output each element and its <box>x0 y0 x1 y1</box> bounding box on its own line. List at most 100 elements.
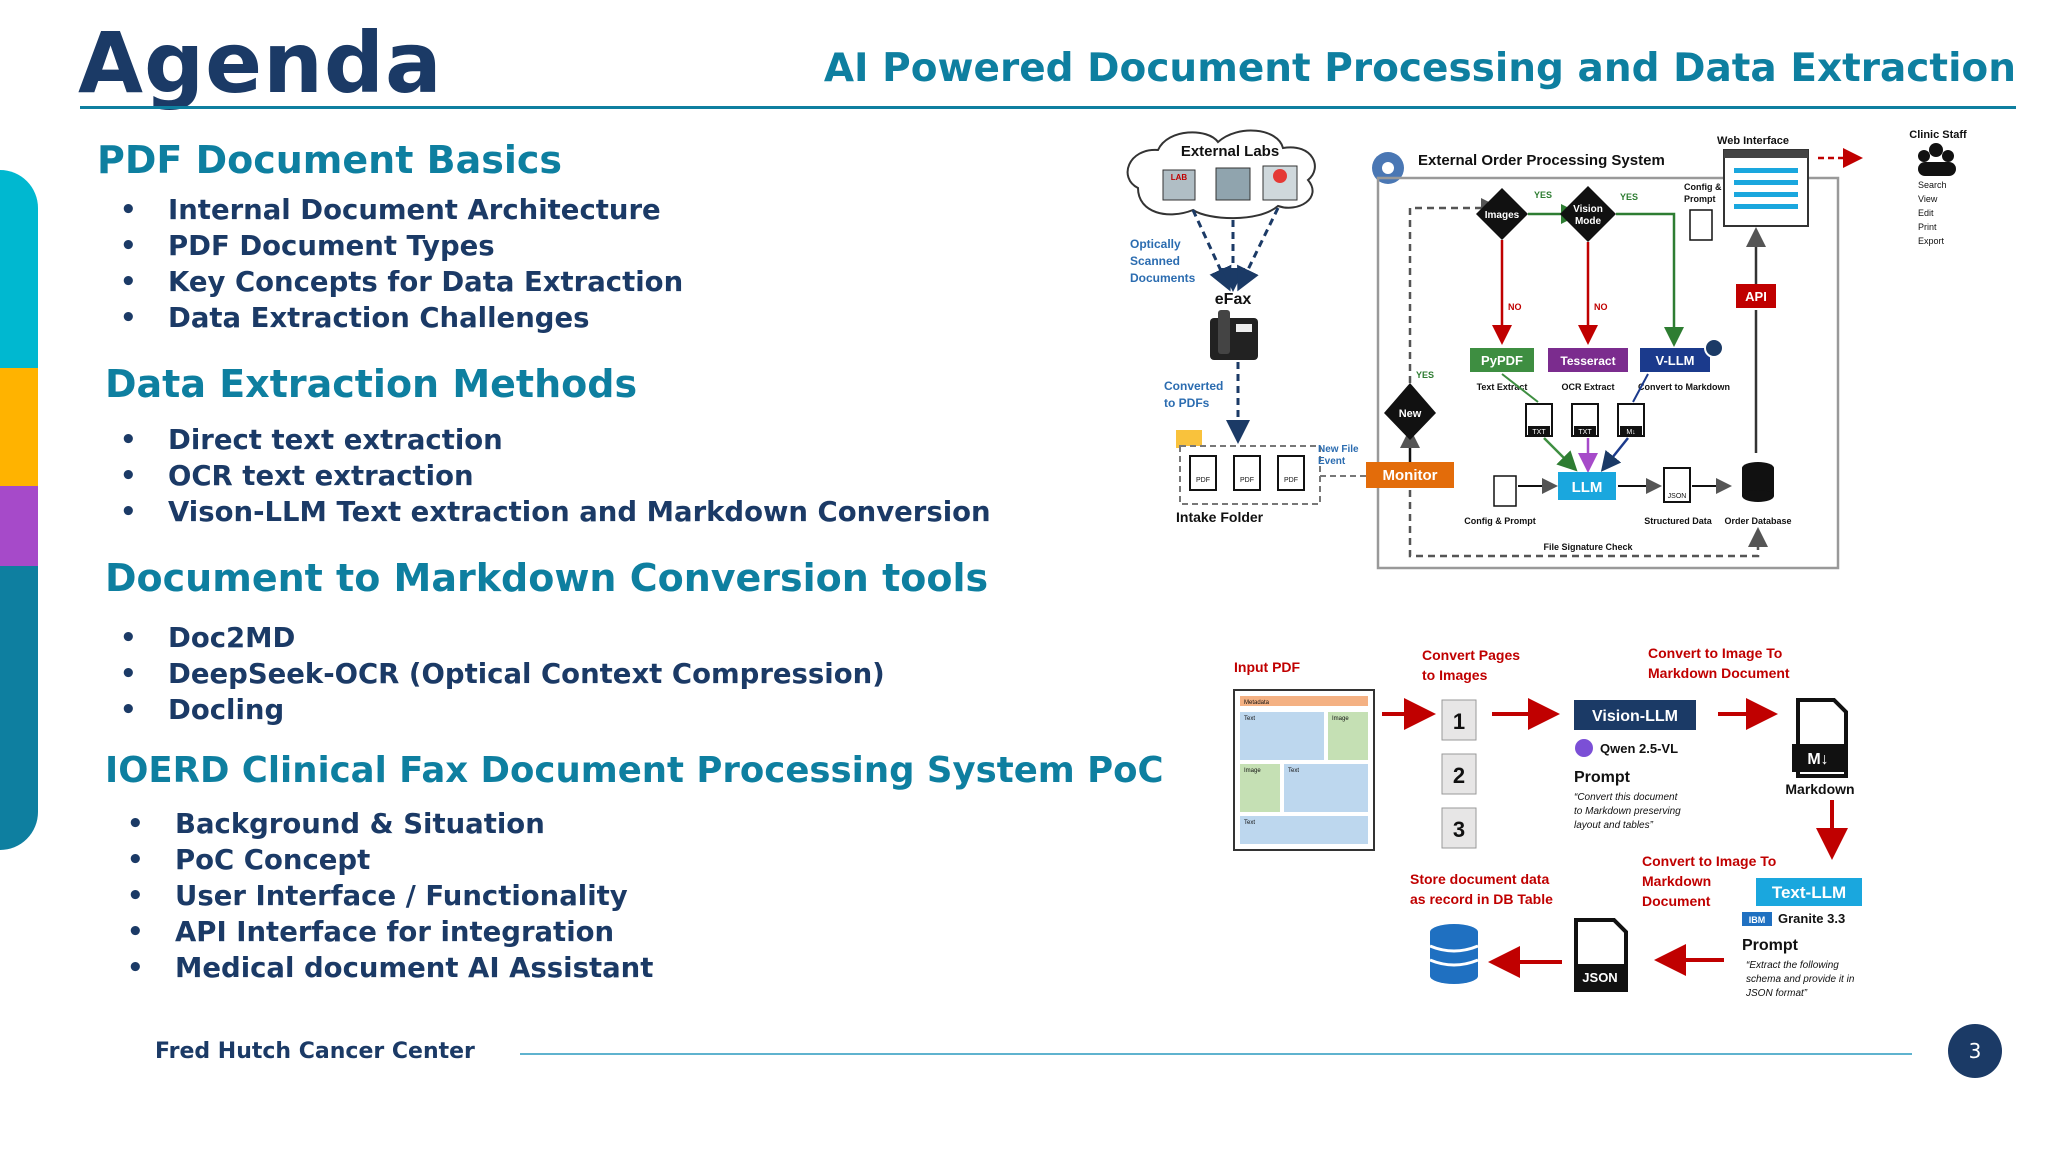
svg-text:Structured Data: Structured Data <box>1644 516 1713 526</box>
footer-rule <box>520 1053 1912 1055</box>
svg-text:Text: Text <box>1288 768 1299 774</box>
database-icon <box>1429 924 1479 984</box>
svg-text:PDF: PDF <box>1196 477 1210 484</box>
svg-text:TXT: TXT <box>1578 429 1592 436</box>
vllm-label: V-LLM <box>1656 353 1695 368</box>
svg-text:JSON: JSON <box>1582 970 1617 985</box>
svg-text:YES: YES <box>1620 192 1638 202</box>
svg-text:NO: NO <box>1508 302 1522 312</box>
web-interface-icon <box>1723 149 1809 227</box>
svg-text:Clinic Staff: Clinic Staff <box>1909 129 1967 141</box>
svg-text:Granite 3.3: Granite 3.3 <box>1778 911 1845 926</box>
list-item: •Background & Situation <box>127 808 545 840</box>
json-file-icon: JSON <box>1574 918 1628 992</box>
tesseract-label: Tesseract <box>1560 354 1615 368</box>
list-item: •Docling <box>120 694 285 726</box>
svg-text:3: 3 <box>1453 817 1465 842</box>
intake-folder-label: Intake Folder <box>1176 509 1264 525</box>
svg-text:Metadata: Metadata <box>1244 700 1270 706</box>
list-item: •API Interface for integration <box>127 916 615 948</box>
page-title: Agenda <box>78 14 443 112</box>
svg-text:1: 1 <box>1453 709 1465 734</box>
section-heading-extraction-methods: Data Extraction Methods <box>105 362 638 406</box>
svg-text:JSON: JSON <box>1668 493 1687 500</box>
llm-label: LLM <box>1572 479 1603 496</box>
svg-text:Image: Image <box>1244 768 1261 774</box>
list-item: •Internal Document Architecture <box>120 194 661 226</box>
section-list-extraction-methods: •Direct text extraction •OCR text extrac… <box>120 422 991 530</box>
database-icon <box>1742 462 1774 502</box>
svg-text:Text: Text <box>1244 716 1255 722</box>
list-item: •Doc2MD <box>120 622 296 654</box>
input-pdf-icon: Metadata Text Image Image Text Text <box>1233 689 1375 851</box>
svg-text:Images: Images <box>1485 210 1520 221</box>
system-gear-icon <box>1372 152 1404 184</box>
section-heading-pdf-basics: PDF Document Basics <box>97 138 563 182</box>
markdown-file-icon: M↓ <box>1792 698 1848 778</box>
decorative-color-band <box>0 170 38 850</box>
svg-text:Text Extract: Text Extract <box>1477 382 1528 392</box>
svg-text:Qwen 2.5-VL: Qwen 2.5-VL <box>1600 741 1678 756</box>
svg-text:Config & Prompt: Config & Prompt <box>1464 516 1536 526</box>
section-list-ioerd-poc: •Background & Situation •PoC Concept •Us… <box>127 806 654 986</box>
list-item: •OCR text extraction <box>120 460 474 492</box>
monitor-label: Monitor <box>1383 467 1438 484</box>
system-title: External Order Processing System <box>1418 152 1665 169</box>
svg-text:TXT: TXT <box>1532 429 1546 436</box>
section-list-pdf-basics: •Internal Document Architecture •PDF Doc… <box>120 192 684 336</box>
svg-text:NO: NO <box>1594 302 1608 312</box>
config-doc-icon <box>1689 209 1713 241</box>
page-images: 1 2 3 <box>1441 699 1477 849</box>
svg-text:M↓: M↓ <box>1807 751 1828 768</box>
title-underline <box>80 106 2016 109</box>
list-item: •Key Concepts for Data Extraction <box>120 266 684 298</box>
staff-actions-list: Search View Edit Print Export <box>1918 180 1949 246</box>
new-file-event-label: New File Event <box>1318 444 1361 467</box>
svg-text:YES: YES <box>1416 370 1434 380</box>
external-labs-cloud: External Labs LAB <box>1126 129 1316 220</box>
svg-text:Image: Image <box>1332 716 1349 722</box>
svg-text:Text: Text <box>1244 820 1255 826</box>
qwen-icon <box>1575 739 1593 757</box>
svg-text:Prompt: Prompt <box>1574 769 1631 786</box>
page-number-badge: 3 <box>1948 1024 2002 1078</box>
external-labs-label: External Labs <box>1181 143 1279 160</box>
pdf-icon: PDF PDF PDF <box>1189 455 1305 491</box>
footer-org: Fred Hutch Cancer Center <box>155 1039 475 1064</box>
list-item: •Vison-LLM Text extraction and Markdown … <box>120 496 991 528</box>
svg-text:PDF: PDF <box>1284 477 1298 484</box>
svg-text:LAB: LAB <box>1171 173 1188 182</box>
svg-text:Prompt: Prompt <box>1742 937 1799 954</box>
txt-file-icon: TXT TXT M↓ <box>1525 403 1645 437</box>
fax-machine-icon <box>1210 310 1258 360</box>
system-box <box>1376 176 1840 570</box>
ibm-logo <box>1742 912 1772 926</box>
order-processing-diagram: External Labs LAB Optically Scanned Docu… <box>1126 129 1967 570</box>
svg-text:Markdown: Markdown <box>1785 781 1854 797</box>
svg-text:M↓: M↓ <box>1626 429 1635 436</box>
list-item: •Medical document AI Assistant <box>127 952 654 984</box>
svg-text:Convert to Markdown: Convert to Markdown <box>1638 382 1730 392</box>
eye-icon <box>1704 338 1724 358</box>
section-list-markdown-tools: •Doc2MD •DeepSeek-OCR (Optical Context C… <box>120 620 885 728</box>
text-llm-label: Text-LLM <box>1772 883 1846 902</box>
list-item: •DeepSeek-OCR (Optical Context Compressi… <box>120 658 885 690</box>
list-item: •PoC Concept <box>127 844 371 876</box>
svg-text:Config &Prompt: Config &Prompt <box>1684 182 1722 204</box>
svg-text:OCR Extract: OCR Extract <box>1561 382 1614 392</box>
svg-text:File Signature Check: File Signature Check <box>1543 542 1633 552</box>
svg-text:2: 2 <box>1453 763 1465 788</box>
svg-text:IBM: IBM <box>1749 915 1766 925</box>
svg-text:Input PDF: Input PDF <box>1234 659 1301 675</box>
folder-icon <box>1176 430 1202 448</box>
svg-text:Web Interface: Web Interface <box>1717 135 1789 147</box>
list-item: •Direct text extraction <box>120 424 503 456</box>
new-label: New <box>1399 408 1422 420</box>
vision-llm-label: Vision-LLM <box>1592 708 1678 725</box>
